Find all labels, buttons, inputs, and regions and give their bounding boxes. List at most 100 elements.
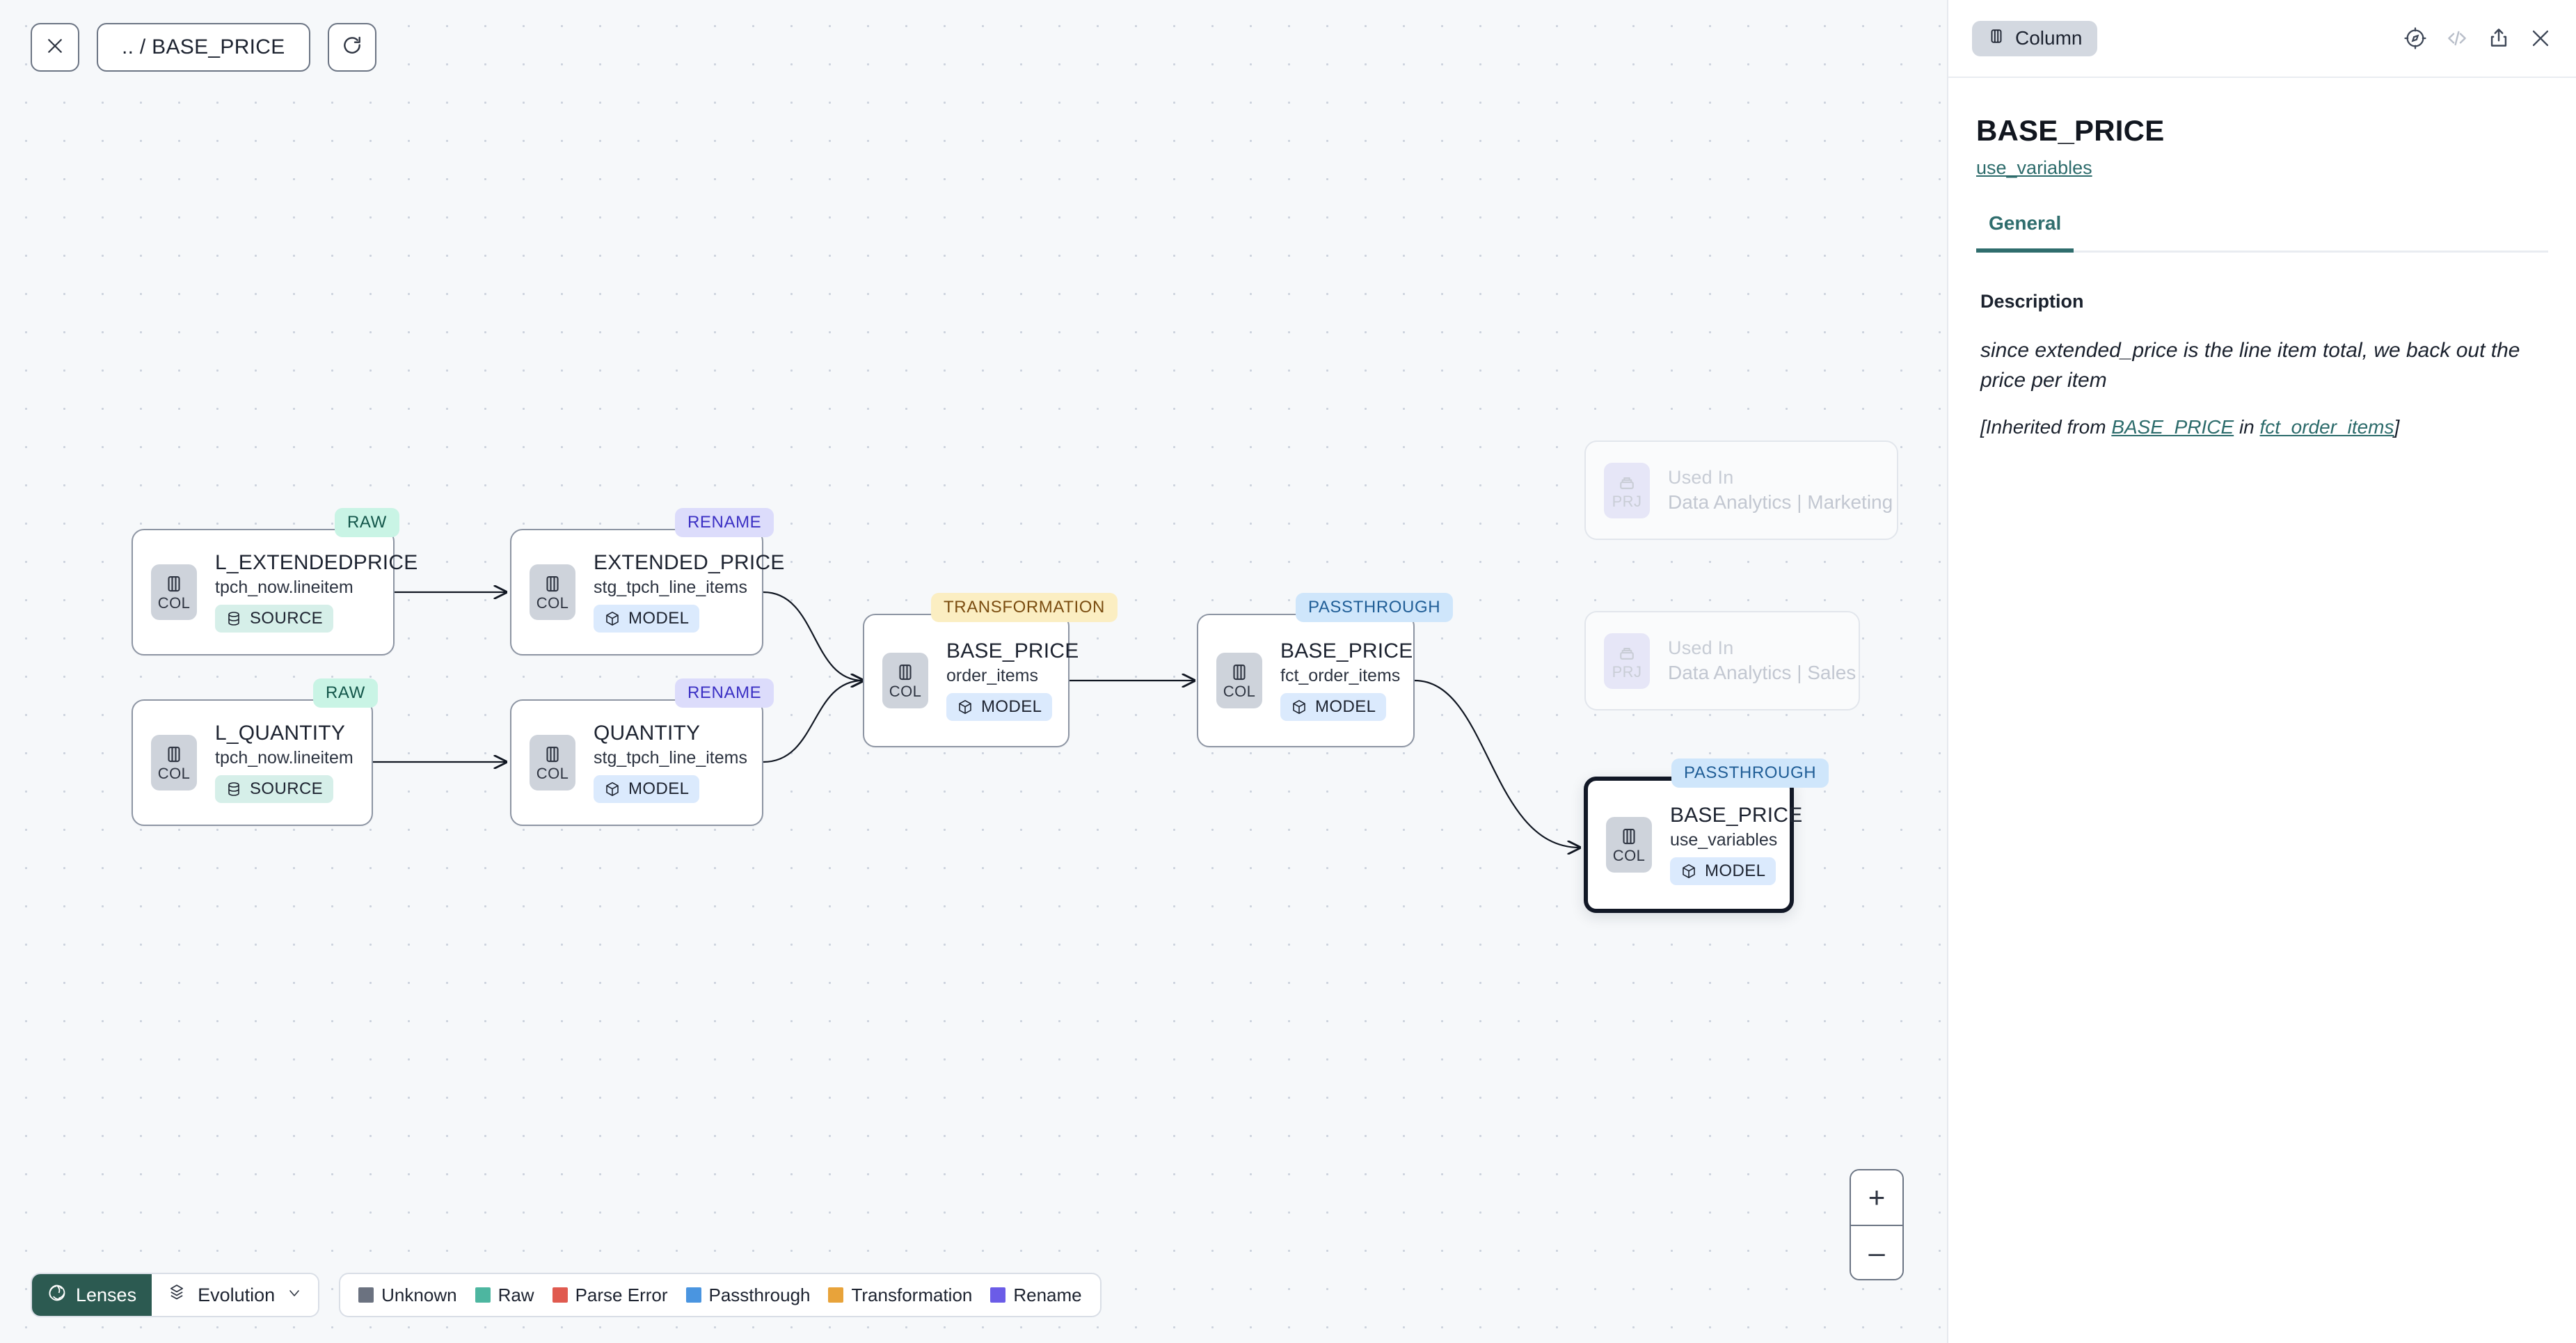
- node-type-badge: COL: [882, 653, 928, 708]
- node-type-badge: PRJ: [1604, 462, 1650, 518]
- cube-icon: [606, 612, 619, 626]
- cube-icon: [1683, 864, 1695, 879]
- lens-badge-rename: RENAME: [675, 678, 774, 708]
- node-title: EXTENDED_PRICE: [594, 550, 785, 574]
- node-type-label: COL: [536, 765, 569, 782]
- zoom-out-button[interactable]: –: [1851, 1225, 1902, 1279]
- node-title: L_QUANTITY: [215, 721, 346, 745]
- panel-tabs: General: [1976, 212, 2548, 253]
- legend-item[interactable]: Transformation: [828, 1285, 972, 1306]
- node-type-label: COL: [1223, 683, 1256, 700]
- close-icon[interactable]: [2529, 26, 2552, 50]
- description-label: Description: [1980, 291, 2084, 312]
- node-type-badge: COL: [151, 564, 197, 620]
- node-subtitle: Data Analytics | Sales: [1668, 662, 1857, 684]
- lineage-node-quantity[interactable]: COL QUANTITY stg_tpch_line_items MODEL: [510, 699, 763, 826]
- inherited-prefix: [Inherited from: [1980, 416, 2112, 438]
- lens-badge-raw: RAW: [313, 678, 378, 708]
- description-text: since extended_price is the line item to…: [1980, 339, 2520, 392]
- node-title: BASE_PRICE: [1280, 639, 1413, 662]
- lineage-node-base-price-fct-order-items[interactable]: COL BASE_PRICE fct_order_items MODEL: [1197, 614, 1415, 747]
- cube-icon: [606, 782, 619, 797]
- breadcrumb-label: .. / BASE_PRICE: [122, 35, 285, 58]
- legend-label: Rename: [1013, 1284, 1082, 1305]
- lineage-node-l-quantity[interactable]: COL L_QUANTITY tpch_now.lineitem SOURCE: [132, 699, 373, 826]
- database-icon: [228, 612, 239, 626]
- parent-model-link[interactable]: use_variables: [1976, 157, 2092, 178]
- node-subtitle: stg_tpch_line_items: [594, 578, 747, 598]
- project-icon: [1620, 647, 1634, 660]
- node-title: BASE_PRICE: [1670, 803, 1803, 827]
- legend-label: Parse Error: [575, 1284, 668, 1305]
- legend-swatch: [990, 1287, 1006, 1303]
- lineage-node-used-in-sales[interactable]: PRJ Used In Data Analytics | Sales: [1584, 611, 1860, 710]
- breadcrumb[interactable]: .. / BASE_PRICE: [97, 23, 310, 72]
- inherited-model-link[interactable]: fct_order_items: [2259, 416, 2394, 438]
- legend-swatch: [685, 1287, 701, 1303]
- node-type-label: COL: [889, 683, 922, 700]
- lens-badge-rename: RENAME: [675, 508, 774, 537]
- node-subtitle: Data Analytics | Marketing: [1668, 491, 1893, 514]
- lineage-node-extended-price[interactable]: COL EXTENDED_PRICE stg_tpch_line_items M…: [510, 529, 784, 655]
- column-icon: [1233, 664, 1246, 681]
- canvas-toolbar: .. / BASE_PRICE: [31, 23, 376, 72]
- cube-icon: [1293, 700, 1305, 715]
- lens-badge-raw: RAW: [335, 508, 399, 537]
- node-subtitle: tpch_now.lineitem: [215, 748, 353, 768]
- code-icon[interactable]: [2445, 26, 2469, 50]
- legend-swatch: [552, 1287, 568, 1303]
- lens-badge-passthrough: PASSTHROUGH: [1296, 593, 1454, 622]
- node-kind-label: MODEL: [1705, 861, 1766, 881]
- node-title: QUANTITY: [594, 721, 701, 745]
- lineage-canvas[interactable]: .. / BASE_PRICE: [0, 0, 1947, 1343]
- node-type-badge: COL: [530, 735, 575, 790]
- lenses-label: Lenses: [76, 1284, 137, 1305]
- column-icon: [546, 575, 559, 592]
- legend-item[interactable]: Parse Error: [552, 1285, 668, 1306]
- lens-badge-transformation: TRANSFORMATION: [931, 593, 1118, 622]
- column-icon: [1623, 828, 1635, 845]
- lenses-button[interactable]: Lenses: [32, 1274, 152, 1316]
- column-icon: [168, 575, 180, 592]
- legend-item[interactable]: Unknown: [358, 1285, 457, 1306]
- evolution-dropdown[interactable]: Evolution: [152, 1274, 319, 1316]
- compass-icon[interactable]: [2403, 26, 2427, 50]
- node-kind-label: MODEL: [981, 697, 1042, 717]
- close-lineage-button[interactable]: [31, 23, 79, 72]
- node-kind-badge: MODEL: [1670, 857, 1776, 886]
- legend-item[interactable]: Passthrough: [685, 1285, 810, 1306]
- legend-item[interactable]: Raw: [475, 1285, 534, 1306]
- tab-general[interactable]: General: [1976, 212, 2074, 253]
- entity-type-chip: Column: [1972, 20, 2098, 56]
- project-icon: [1620, 477, 1634, 489]
- share-icon[interactable]: [2487, 26, 2511, 50]
- node-type-label: COL: [157, 765, 191, 782]
- lineage-node-used-in-marketing[interactable]: PRJ Used In Data Analytics | Marketing: [1584, 440, 1898, 540]
- page-title: BASE_PRICE: [1976, 114, 2165, 147]
- lens-legend: Unknown Raw Parse Error Passthrough Tran…: [339, 1273, 1102, 1317]
- details-panel: Column: [1947, 0, 2576, 1343]
- lineage-node-l-extendedprice[interactable]: COL L_EXTENDEDPRICE tpch_now.lineitem SO…: [132, 529, 418, 655]
- legend-swatch: [358, 1287, 374, 1303]
- node-type-label: COL: [157, 594, 191, 612]
- lineage-node-base-price-order-items[interactable]: COL BASE_PRICE order_items MODEL: [863, 614, 1079, 747]
- node-kind-badge: MODEL: [594, 775, 700, 804]
- evolution-label: Evolution: [198, 1284, 276, 1305]
- close-icon: [45, 35, 65, 60]
- legend-swatch: [828, 1287, 844, 1303]
- zoom-in-button[interactable]: +: [1851, 1170, 1902, 1225]
- inherited-column-link[interactable]: BASE_PRICE: [2111, 416, 2234, 438]
- zoom-controls: + –: [1850, 1169, 1904, 1280]
- layers-icon: [167, 1283, 186, 1308]
- entity-type-label: Column: [2015, 27, 2083, 49]
- legend-item[interactable]: Rename: [990, 1284, 1082, 1306]
- inherited-middle: in: [2234, 416, 2260, 438]
- node-kind-badge: SOURCE: [215, 775, 334, 804]
- node-type-label: PRJ: [1612, 492, 1642, 510]
- node-kind-label: MODEL: [628, 779, 690, 799]
- node-subtitle: order_items: [946, 666, 1038, 686]
- node-type-label: COL: [536, 594, 569, 612]
- lineage-node-base-price-use-variables[interactable]: COL BASE_PRICE use_variables MODEL: [1584, 777, 1802, 913]
- legend-swatch: [475, 1287, 491, 1303]
- refresh-button[interactable]: [327, 23, 376, 72]
